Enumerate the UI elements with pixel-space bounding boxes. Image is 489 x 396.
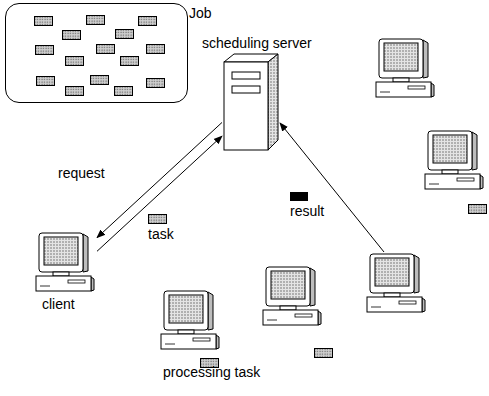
arrow-connector bbox=[97, 122, 222, 237]
task-icon bbox=[149, 215, 167, 224]
client-box: client bbox=[33, 232, 97, 316]
edge-label: task bbox=[148, 226, 174, 242]
node-label: client bbox=[42, 296, 75, 312]
node-label: scheduling server bbox=[202, 35, 312, 51]
processing-tasks bbox=[201, 205, 487, 368]
job-box: Job bbox=[5, 3, 188, 103]
job-tasks bbox=[35, 16, 165, 96]
processing-task-label: processing task bbox=[163, 364, 260, 380]
edge-label: request bbox=[58, 165, 105, 181]
arrow-connector bbox=[97, 136, 222, 251]
node-label: Job bbox=[189, 5, 212, 21]
result-label: result bbox=[290, 203, 324, 219]
server-box: scheduling server bbox=[222, 54, 280, 151]
server-tower bbox=[224, 54, 278, 150]
computers bbox=[36, 39, 483, 349]
result-icon bbox=[290, 192, 308, 201]
result-arrow bbox=[280, 123, 384, 252]
